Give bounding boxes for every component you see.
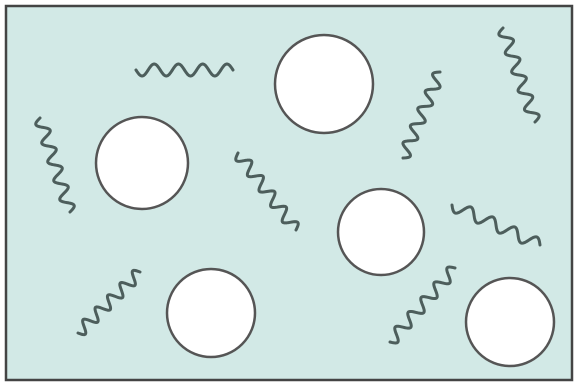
circle-particle-5 (466, 278, 554, 366)
circle-particle-3 (338, 189, 424, 275)
circle-particle-2 (96, 117, 188, 209)
circle-particle-4 (167, 269, 255, 357)
circle-particle-1 (275, 35, 373, 133)
